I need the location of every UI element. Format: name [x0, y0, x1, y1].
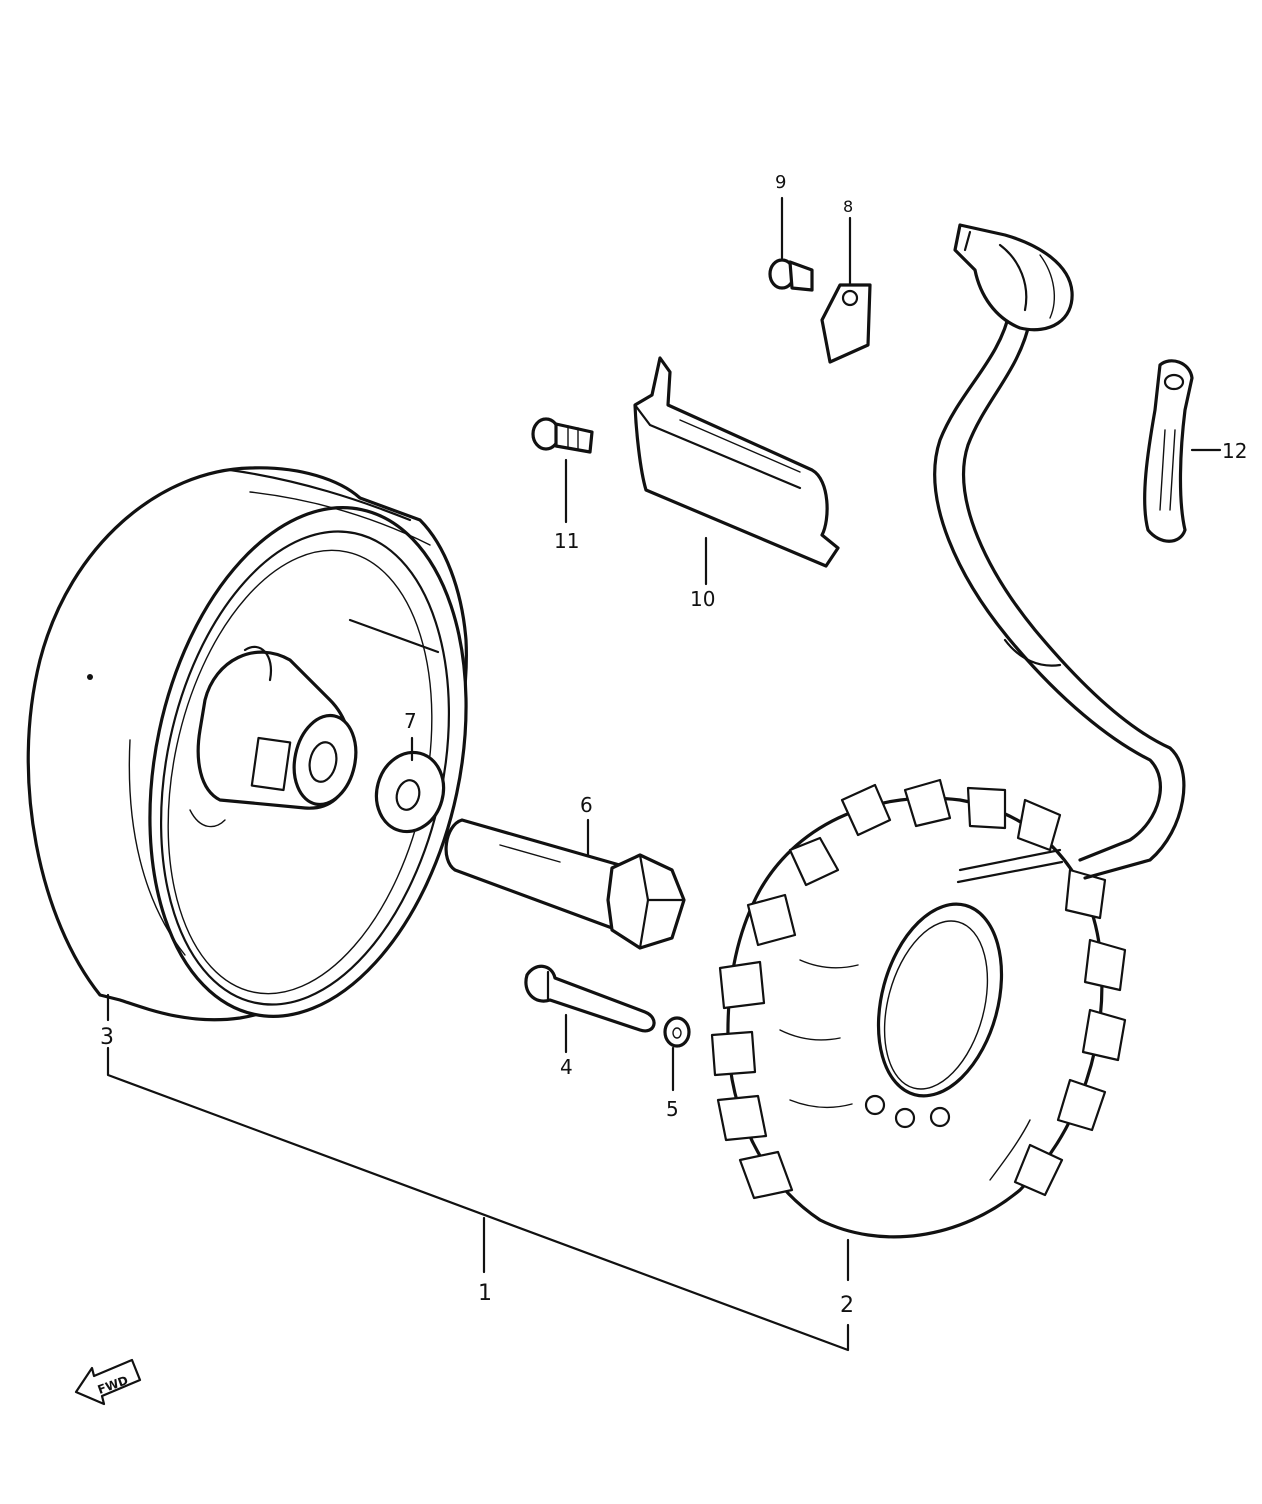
callout-10: 10 [690, 587, 715, 611]
washer-5-drawing [663, 1016, 691, 1048]
callout-2: 2 [840, 1293, 854, 1318]
clamp-8-drawing [820, 283, 872, 364]
leader-lines [106, 196, 1222, 1352]
cover-10-drawing [633, 356, 840, 568]
washer-7-drawing [374, 750, 446, 834]
callout-5: 5 [666, 1097, 679, 1121]
callout-6: 6 [580, 793, 593, 817]
rotor-bolt-drawing [444, 818, 686, 950]
callout-1: 1 [478, 1281, 492, 1306]
rotor-drawing [26, 466, 468, 1022]
clamp-12-drawing [1143, 359, 1194, 543]
fwd-direction-marker: FWD [74, 1358, 142, 1406]
wire-harness-drawing [933, 223, 1186, 880]
callout-9: 9 [775, 172, 786, 193]
callout-8: 8 [843, 197, 853, 216]
screw-11-drawing [531, 417, 594, 454]
callout-12: 12 [1222, 439, 1247, 463]
callout-labels: 1 2 3 4 5 6 7 8 9 10 11 12 [100, 172, 1247, 1318]
callout-4: 4 [560, 1055, 573, 1079]
arrow-left-icon [74, 1358, 142, 1406]
callout-7: 7 [404, 709, 417, 733]
screw-4-drawing [524, 964, 656, 1033]
callout-3: 3 [100, 1025, 114, 1050]
callout-11: 11 [554, 529, 579, 553]
stator-drawing [710, 778, 1127, 1239]
screw-9-drawing [768, 258, 814, 292]
